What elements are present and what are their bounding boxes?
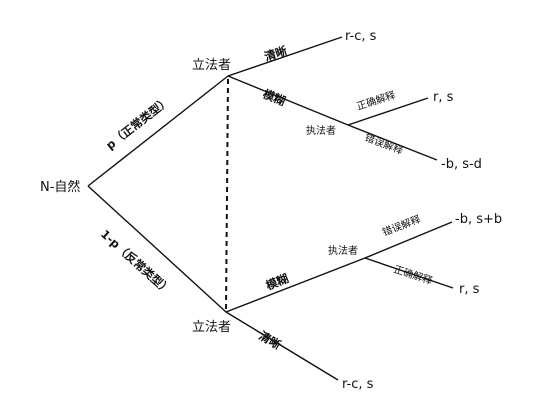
branch-label-bottom-vague: 模糊 [264,271,291,293]
edge-top-wrong [347,124,438,161]
information-set-dashed-line [225,78,229,311]
edge-top-vague [227,75,349,126]
bottom-enforcer-label: 执法者 [328,244,358,257]
branch-label-top-clear: 清晰 [263,43,290,64]
branch-label-top-correct: 正确解释 [355,88,397,113]
branch-label-top-wrong: 错误解释 [363,131,405,157]
edge-bottom-clear [225,311,339,381]
edge-top-clear [227,36,343,77]
edge-bottom-wrong [364,221,453,259]
top-legislator-label: 立法者 [192,58,231,73]
edge-nature-to-top-legislator [87,75,229,187]
payoff-top-correct: r, s [433,90,454,105]
edge-bottom-correct [364,257,454,289]
payoff-top-wrong: -b, s-d [441,157,482,172]
payoff-bottom-clear: r-c, s [342,377,374,392]
edge-nature-to-bottom-legislator [87,185,227,313]
branch-label-top-vague: 模糊 [261,87,288,109]
payoff-bottom-correct: r, s [459,282,480,297]
payoff-bottom-wrong: -b, s+b [455,212,502,227]
branch-label-one-minus-p-abnormal: 1-p（反常类型） [98,227,174,298]
bottom-legislator-label: 立法者 [192,320,231,335]
edge-bottom-vague [225,257,366,313]
nature-node-label: N-自然 [40,179,80,195]
branch-label-bottom-correct: 正确解释 [392,262,434,287]
top-enforcer-label: 执法者 [306,124,336,137]
payoff-top-clear: r-c, s [345,29,377,44]
edge-top-correct [347,97,429,126]
branch-label-bottom-clear: 清晰 [257,328,284,352]
branch-label-bottom-wrong: 错误解释 [380,212,422,238]
branch-label-p-normal: p（正常类型） [103,94,172,153]
